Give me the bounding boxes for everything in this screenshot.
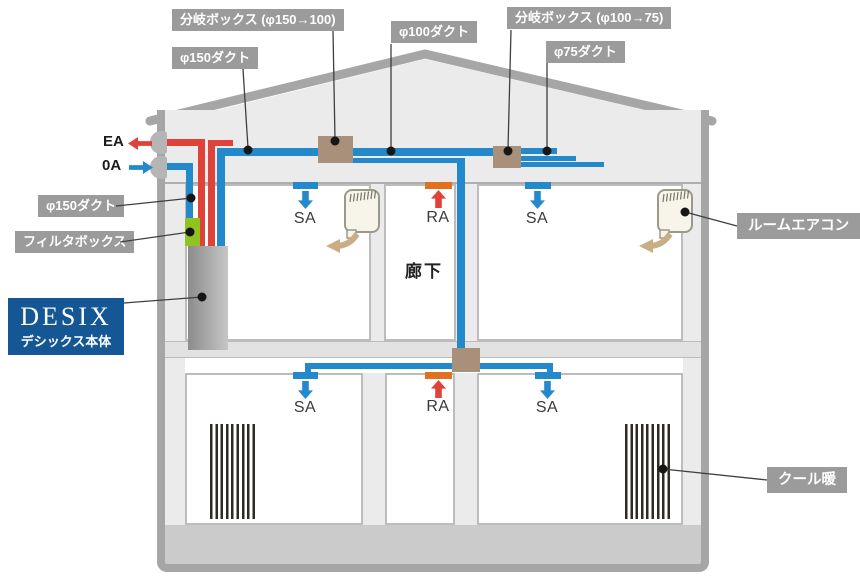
tag-filter-box: フィルタボックス [15,231,135,254]
ea-arrow-left-icon [128,137,152,150]
sa-riser-to-unit [217,148,225,247]
vent-label: RA [426,398,450,415]
tag-room-aircon: ルームエアコン [737,213,860,240]
oa-wall-hood-icon [150,156,167,179]
ea-wall-hood-icon [150,131,167,154]
sa-diffuser [293,182,318,189]
vent-label: RA [426,209,450,226]
desix-name: DESIX [20,302,112,331]
corridor-2f [384,184,456,341]
corridor-down-duct [457,158,465,352]
vent-label: SA [293,399,317,416]
branch-box-150-100 [318,136,353,163]
vent-label: SA [525,210,549,227]
vent-label: SA [535,399,559,416]
tag-desix: DESIX デシックス本体 [8,298,124,356]
intermediate-floor-slab [165,341,701,358]
ea-riser [198,139,205,247]
sa-diffuser [535,372,561,379]
filter-box-unit [185,218,200,246]
room-2f-right [477,184,683,341]
ra-grille [425,372,452,379]
tag-duct-150-left: φ150ダクト [38,195,124,218]
ra-grille [425,182,452,189]
vent-label: SA [293,210,317,227]
tag-duct-75: φ75ダクト [546,41,625,64]
ra-stub [208,140,233,146]
oa-down-duct [186,163,193,220]
oa-intake-duct [166,163,193,170]
duct-75-stub-1 [521,148,557,154]
ea-label: EA [103,133,124,150]
cool-warm-radiator-left [210,424,255,519]
main-supply-duct [217,148,507,156]
foundation [157,525,709,572]
ea-exhaust-duct [166,139,205,146]
desix-subtitle: デシックス本体 [20,334,112,350]
first-floor-duct-drop-right [547,363,553,375]
duct-75-stub-2 [521,156,576,161]
first-floor-duct-drop-left [305,363,311,375]
oa-label: 0A [102,157,122,174]
sa-diffuser [525,182,551,189]
room-1f-middle [385,373,455,525]
sa-diffuser [293,372,318,379]
corridor-label: 廊下 [405,262,443,281]
tag-duct-100: φ100ダクト [391,21,477,44]
branch-box-first-floor [452,348,480,372]
branch-duct-to-corridor [353,158,461,163]
oa-arrow-right-icon [129,161,153,174]
tag-duct-150-top: φ150ダクト [172,47,258,70]
duct-75-stub-3 [521,162,604,167]
ra-riser [208,140,215,247]
tag-branch-box-150-100: 分岐ボックス (φ150→100) [172,9,344,32]
branch-box-100-75 [493,146,521,168]
tag-branch-box-100-75: 分岐ボックス (φ100→75) [507,7,672,30]
tag-cool-warm: クール暖 [767,467,847,494]
first-floor-duct [305,363,553,369]
desix-main-unit [188,246,228,350]
cool-warm-radiator-right [625,424,670,519]
